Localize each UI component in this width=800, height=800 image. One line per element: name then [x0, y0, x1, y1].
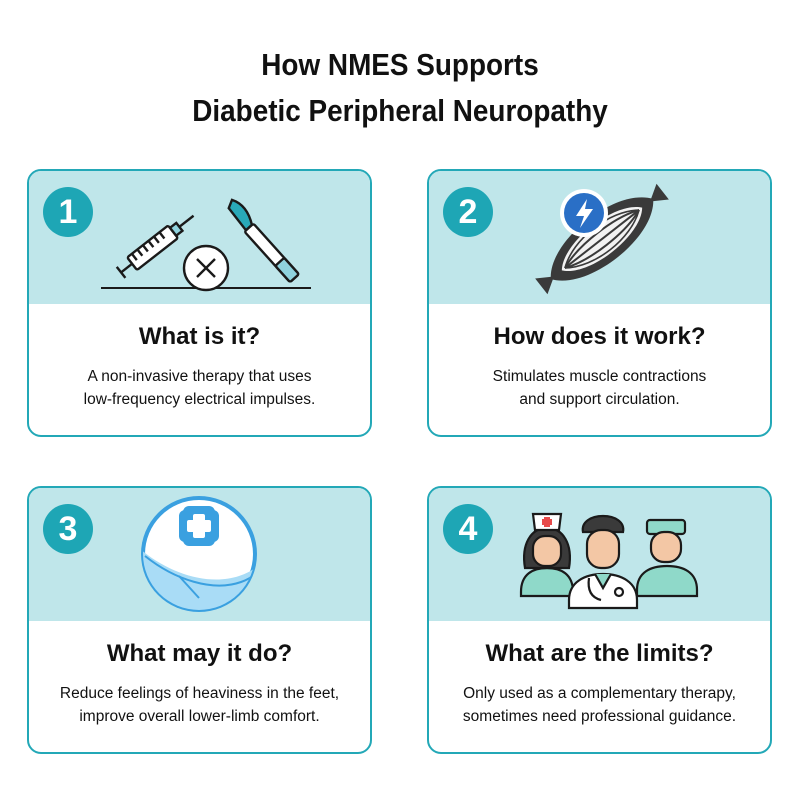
muscle-lightning-icon	[535, 183, 669, 295]
medical-team-icon	[519, 512, 699, 610]
description-line: sometimes need professional guidance.	[462, 708, 737, 725]
card-heading: What is it?	[138, 323, 261, 350]
card-description: Stimulates muscle contractions and suppo…	[429, 365, 770, 411]
card-heading: What are the limits?	[485, 640, 714, 667]
card-description: Reduce feelings of heaviness in the feet…	[29, 682, 370, 728]
card-header-band: 4	[429, 488, 770, 621]
foot-care-cross-icon	[141, 496, 257, 612]
syringe-scalpel-no-invasion-icon	[101, 198, 311, 292]
step-number-badge: 1	[43, 187, 93, 237]
description-line: improve overall lower-limb comfort.	[79, 708, 320, 725]
card-how-does-it-work: 2 How does it work? Stimulates muscle co…	[427, 169, 772, 437]
card-header-band: 3	[29, 488, 370, 621]
card-header-band: 2	[429, 171, 770, 304]
description-line: Stimulates muscle contractions	[492, 368, 707, 385]
card-description: Only used as a complementary therapy, so…	[429, 682, 770, 728]
description-line: A non-invasive therapy that uses	[87, 368, 312, 385]
step-number-badge: 3	[43, 504, 93, 554]
card-what-is-it: 1	[27, 169, 372, 437]
description-line: Only used as a complementary therapy,	[463, 685, 736, 702]
title-line-2: Diabetic Peripheral Neuropathy	[192, 93, 608, 128]
card-description: A non-invasive therapy that uses low-fre…	[29, 365, 370, 411]
description-line: low-frequency electrical impulses.	[83, 391, 316, 408]
page-title: How NMES Supports Diabetic Peripheral Ne…	[40, 42, 760, 134]
title-line-1: How NMES Supports	[261, 47, 539, 82]
card-what-are-the-limits: 4	[427, 486, 772, 754]
card-what-may-it-do: 3 What may it do? Reduce feelings of hea…	[27, 486, 372, 754]
step-number-badge: 2	[443, 187, 493, 237]
card-heading: How does it work?	[493, 323, 706, 350]
description-line: Reduce feelings of heaviness in the feet…	[59, 685, 340, 702]
card-header-band: 1	[29, 171, 370, 304]
description-line: and support circulation.	[519, 391, 680, 408]
step-number-badge: 4	[443, 504, 493, 554]
card-heading: What may it do?	[106, 640, 293, 667]
